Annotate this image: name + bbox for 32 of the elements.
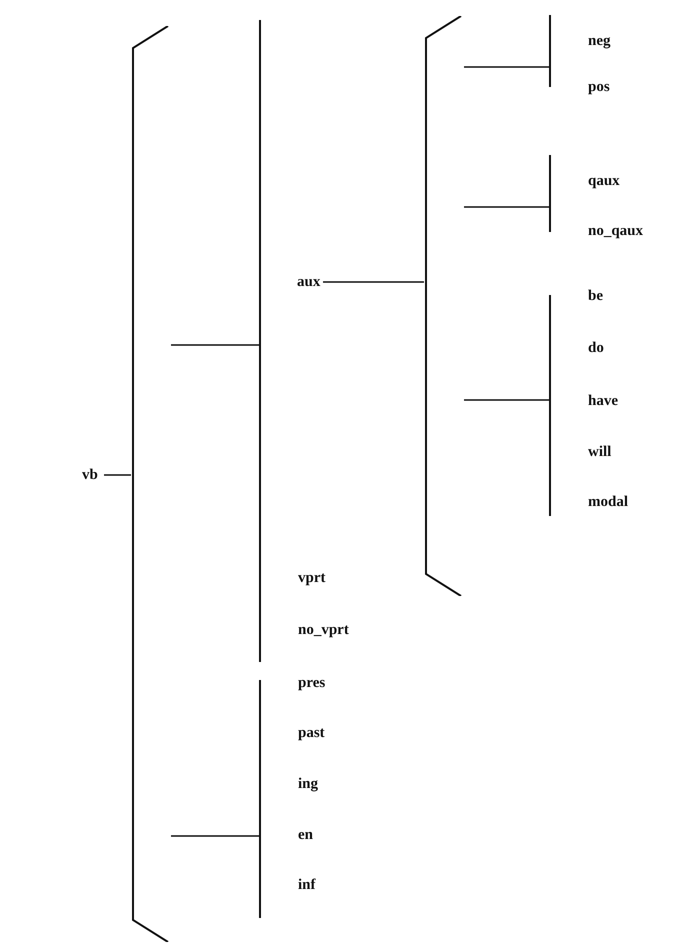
term-label: aux (297, 273, 320, 291)
feature-label: vprt (298, 569, 326, 587)
connector-line (323, 281, 424, 283)
feature-label: pres (298, 674, 326, 692)
feature-label: have (588, 392, 618, 410)
connector-line (171, 344, 259, 346)
conjunction-bracket (424, 16, 464, 596)
connector-line (464, 66, 549, 68)
system-bar (549, 295, 551, 516)
feature-label: en (298, 826, 313, 844)
connector-line (104, 474, 131, 476)
feature-label: no_vprt (298, 621, 349, 639)
feature-label: modal (588, 493, 628, 511)
feature-label: neg (588, 32, 610, 50)
feature-label: ing (298, 775, 318, 793)
feature-label: qaux (588, 172, 620, 190)
feature-label: do (588, 339, 604, 357)
feature-label: no_qaux (588, 222, 644, 240)
connector-line (464, 399, 549, 401)
system-bar (549, 155, 551, 232)
feature-label: will (588, 443, 612, 461)
term-label: vb (82, 466, 98, 484)
feature-label: inf (298, 876, 316, 894)
system-bar (549, 15, 551, 87)
connector-line (171, 835, 259, 837)
connector-line (464, 206, 549, 208)
feature-label: be (588, 287, 603, 305)
conjunction-bracket (131, 26, 171, 942)
system-bar (259, 680, 261, 918)
feature-label: past (298, 724, 325, 742)
system-bar (259, 20, 261, 662)
feature-label: pos (588, 78, 610, 96)
